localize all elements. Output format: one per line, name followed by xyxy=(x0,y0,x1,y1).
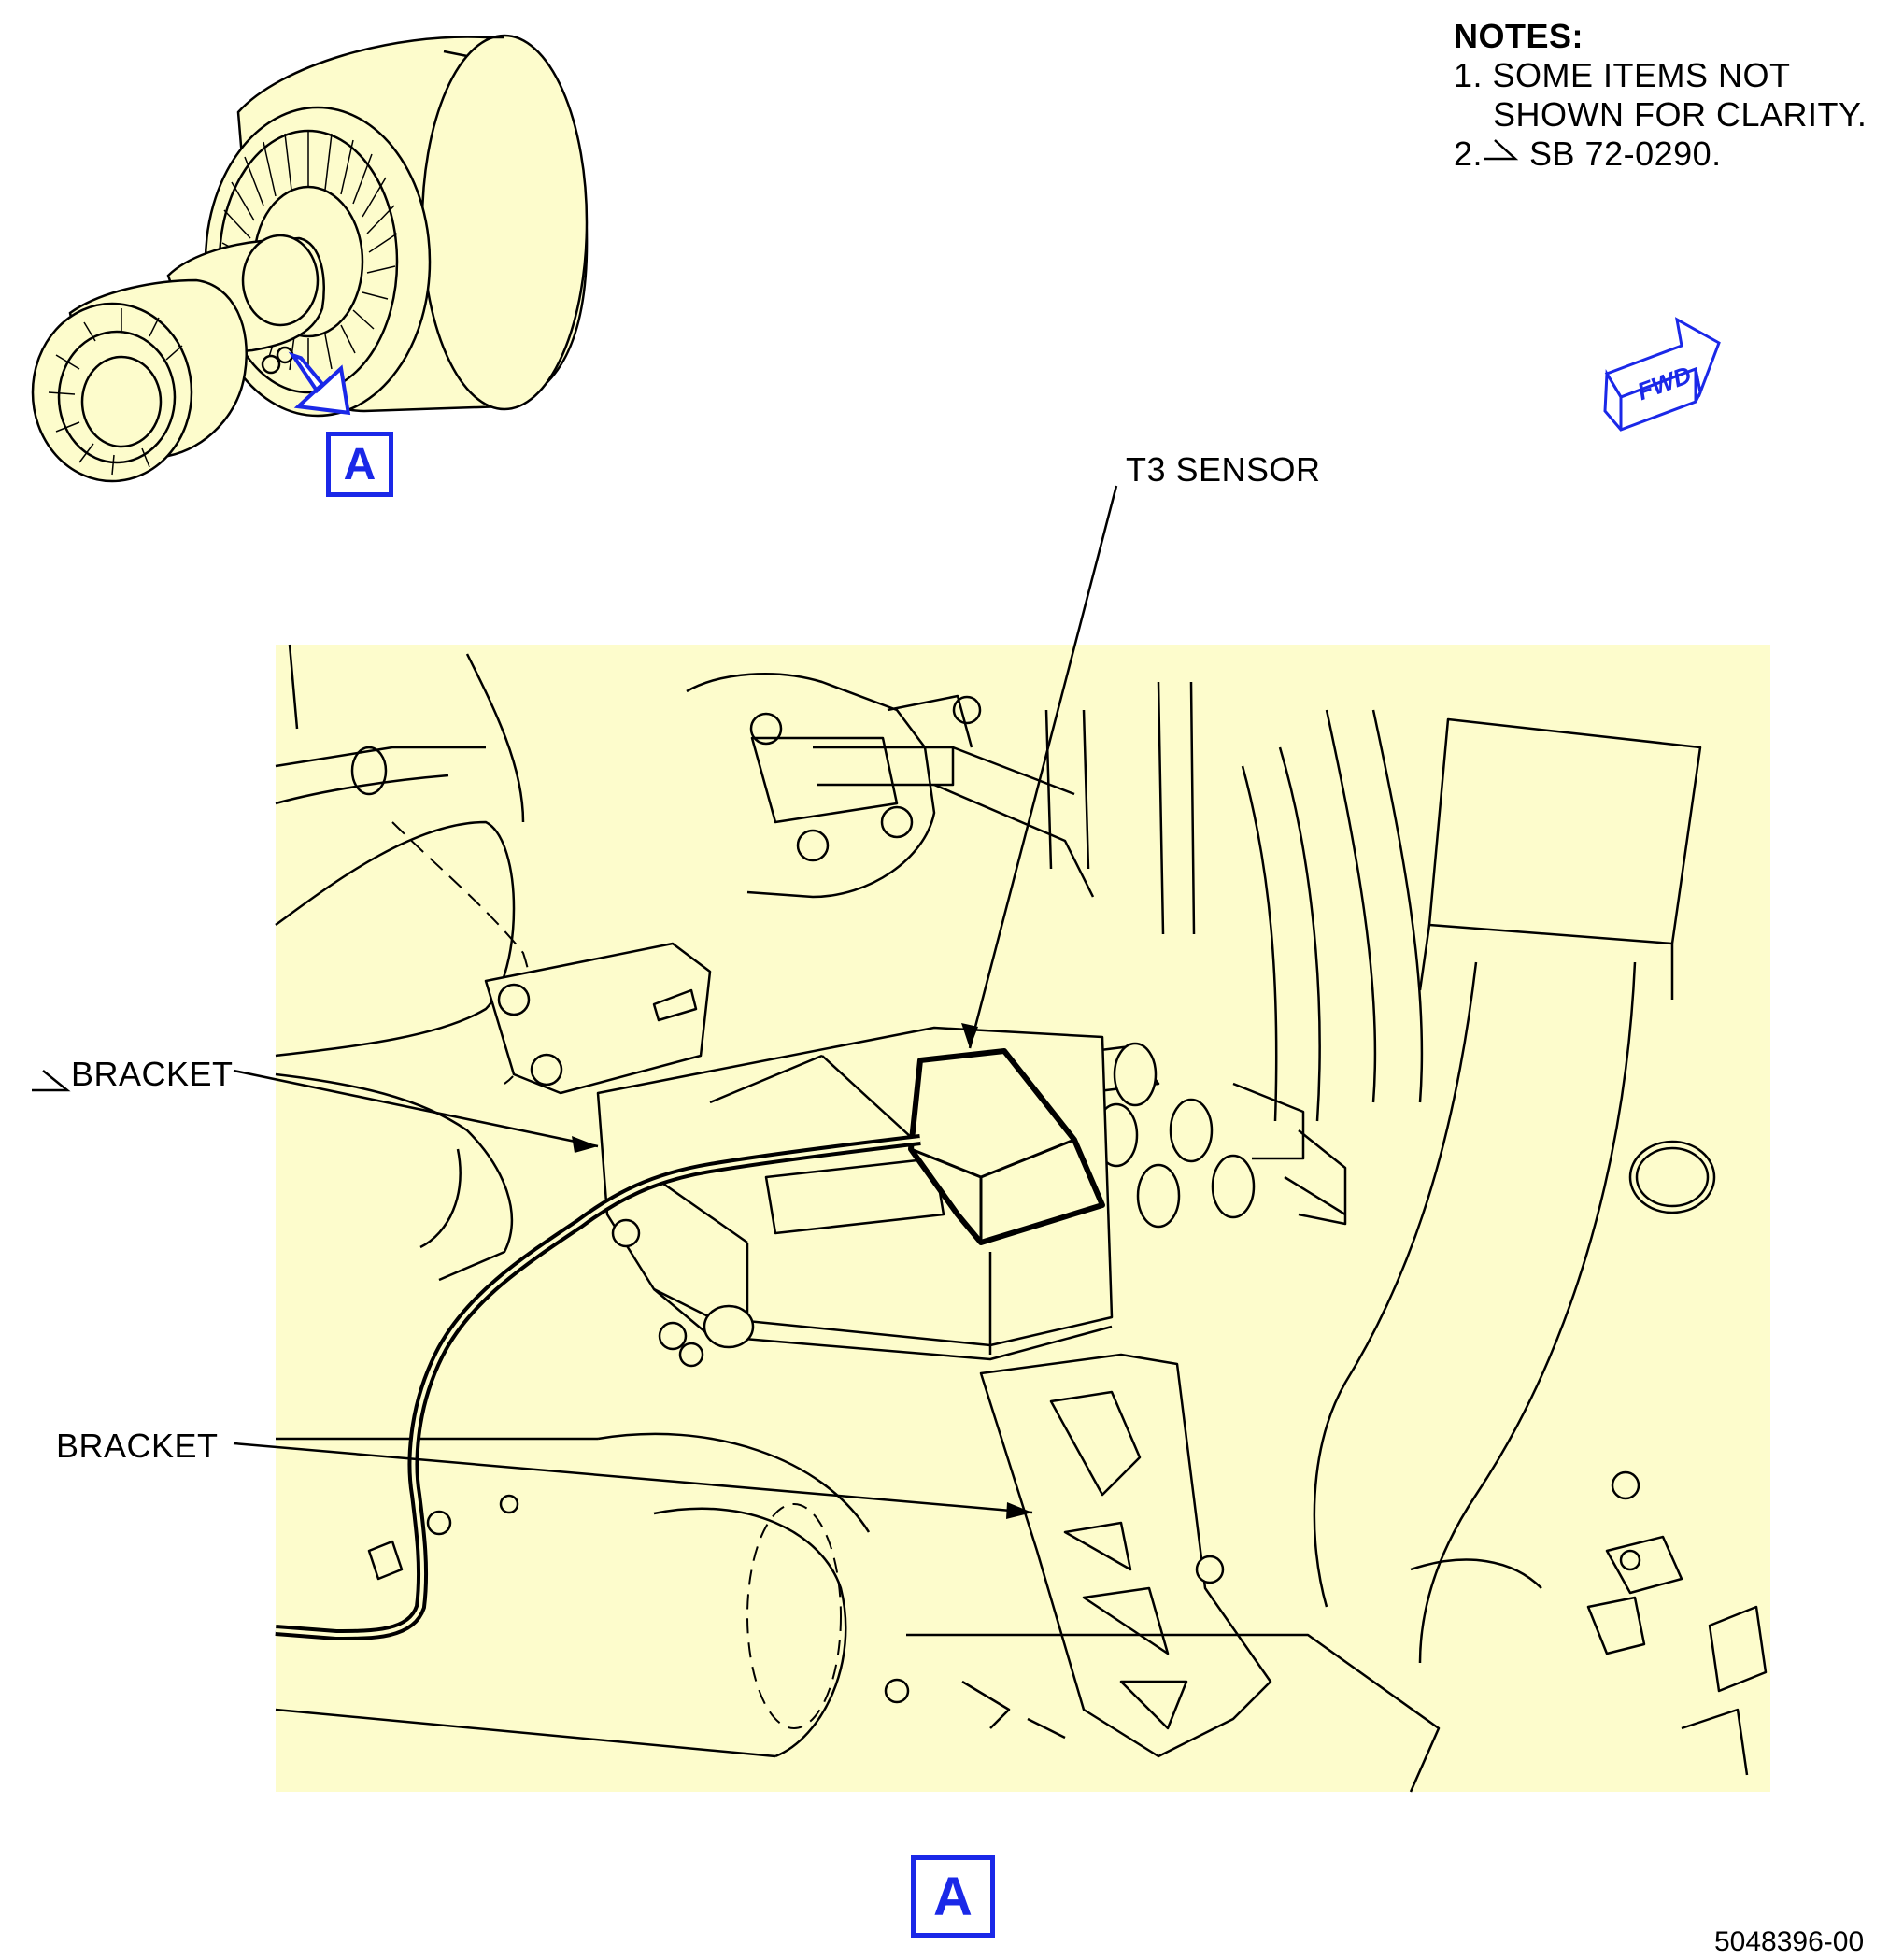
sb-flag-icon xyxy=(1484,139,1519,161)
view-marker-bottom[interactable]: A xyxy=(911,1855,995,1938)
leader-arrowheads xyxy=(572,1023,1032,1519)
view-marker-top[interactable]: A xyxy=(326,432,393,497)
engine-locator-illustration xyxy=(31,34,589,483)
location-arrow-icon xyxy=(288,351,351,416)
note-2: 2. SB 72-0290. xyxy=(1454,135,1867,174)
detail-a-drawing xyxy=(275,644,1768,1793)
t3-sensor-label: T3 SENSOR xyxy=(1126,450,1321,489)
bracket-sb-label: BRACKET xyxy=(71,1055,234,1093)
bracket-label: BRACKET xyxy=(56,1427,219,1465)
fwd-arrow-icon xyxy=(1603,317,1721,432)
sb-flag-bracket-icon xyxy=(32,1070,71,1092)
notes-title: NOTES: xyxy=(1454,17,1584,55)
bracket-sb-leader xyxy=(233,1069,599,1148)
note-1-line-2: SHOWN FOR CLARITY. xyxy=(1493,95,1868,134)
notes-block: NOTES: 1. SOME ITEMS NOT SHOWN FOR CLARI… xyxy=(1454,17,1867,174)
leader-lines xyxy=(233,485,1118,1514)
note-2-number: 2. xyxy=(1454,135,1484,173)
t3-sensor-leader xyxy=(968,485,1118,1049)
bracket-leader xyxy=(233,1442,1033,1514)
note-1-line-1: 1. SOME ITEMS NOT xyxy=(1454,56,1791,94)
note-2-text: SB 72-0290. xyxy=(1529,135,1722,173)
figure-number: 5048396-00 xyxy=(1714,1926,1865,1957)
